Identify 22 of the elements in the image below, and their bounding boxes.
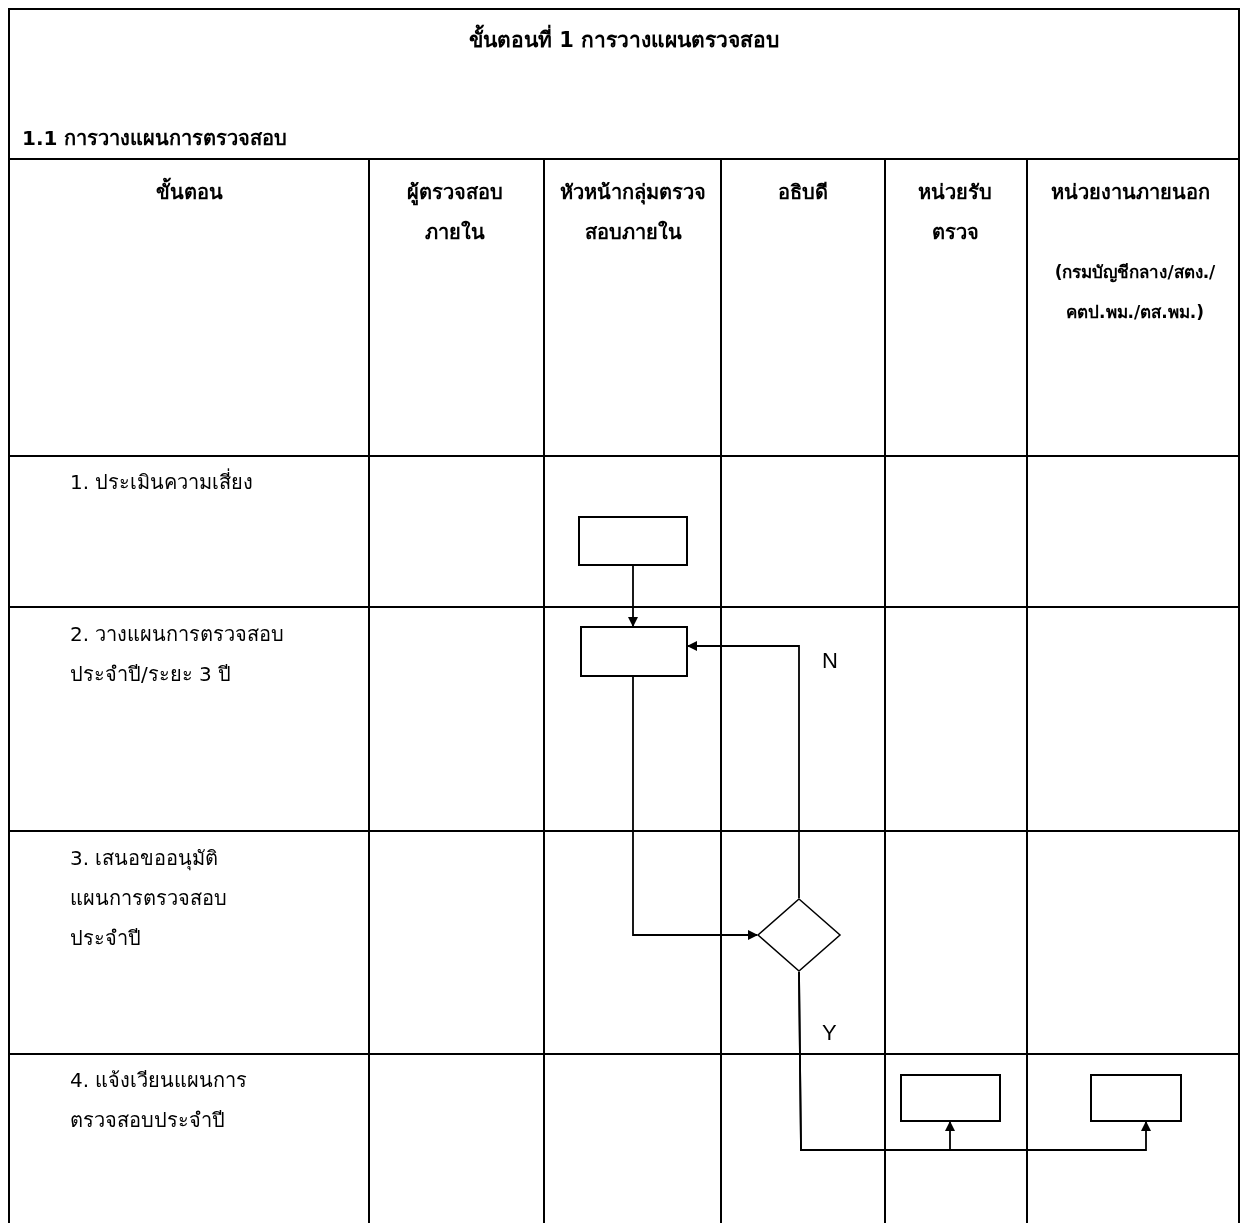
decision-diamond (757, 898, 841, 972)
column-header: อธิบดี (777, 179, 829, 206)
arrow (798, 971, 1151, 1151)
column-header: ผู้ตรวจสอบภายใน (406, 179, 504, 246)
column-note: (กรมบัญชีกลาง/สตง./คตป.พม./ตส.พม.) (1053, 261, 1217, 324)
process-box (578, 516, 688, 566)
step-text: 1. ประเมินความเสี่ยง (70, 467, 255, 496)
column-header: ขั้นตอน (10, 172, 368, 212)
column-header: หน่วยรับตรวจ (917, 179, 993, 246)
column-header: หัวหน้ากลุ่มตรวจสอบภายใน (559, 179, 707, 246)
page-title: ขั้นตอนที่ 1 การวางแผนตรวจสอบ (10, 20, 1238, 60)
column-header: หน่วยงานภายนอก (1050, 179, 1210, 206)
process-box (900, 1074, 1001, 1122)
process-box (1090, 1074, 1182, 1122)
step-text: 3. เสนอขออนุมัติแผนการตรวจสอบประจำปี (70, 845, 228, 952)
arrow (687, 641, 800, 899)
process-box (580, 626, 688, 677)
step-text: 2. วางแผนการตรวจสอบประจำปี/ระยะ 3 ปี (70, 621, 286, 688)
arrow (632, 676, 758, 940)
arrow (628, 565, 638, 627)
section-heading: 1.1 การวางแผนการตรวจสอบ (22, 125, 289, 152)
step-text: 4. แจ้งเวียนแผนการตรวจสอบประจำปี (70, 1067, 249, 1134)
